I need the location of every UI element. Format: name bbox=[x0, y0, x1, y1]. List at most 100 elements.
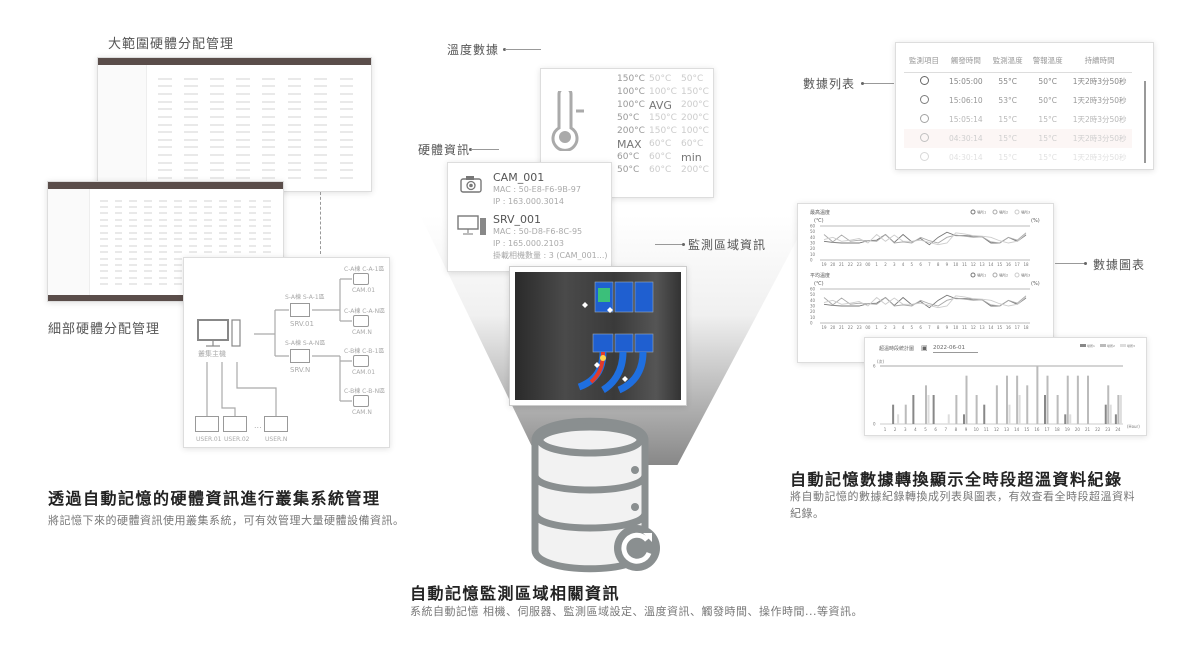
server-entry: SRV_001 MAC : 50-D8-F6-8C-95 IP : 165.00… bbox=[493, 213, 608, 262]
bar bbox=[1018, 395, 1021, 424]
temp-value: MAX bbox=[617, 138, 642, 151]
mini-cell bbox=[235, 161, 250, 164]
x-tick-label: 5 bbox=[924, 427, 927, 432]
temp-value: 150°C bbox=[617, 74, 645, 84]
mini-cell bbox=[99, 283, 108, 286]
mini-cell bbox=[99, 225, 108, 228]
connector-line bbox=[320, 192, 321, 254]
table-cell: 55°C bbox=[998, 77, 1017, 87]
x-tick-label: 2 bbox=[884, 262, 887, 267]
x-tick-label: 1 bbox=[884, 427, 887, 432]
mini-cell bbox=[203, 218, 212, 221]
mini-cell bbox=[129, 251, 138, 254]
mini-cell bbox=[174, 270, 182, 273]
x-tick-label: 13 bbox=[980, 262, 986, 267]
mini-cell bbox=[261, 77, 276, 80]
table-cell: 1天2時3分50秒 bbox=[1072, 153, 1127, 162]
x-tick-label: 20 bbox=[1075, 427, 1081, 432]
server-icon bbox=[290, 303, 310, 317]
user-label: USER.N bbox=[265, 436, 288, 443]
x-tick-label: 16 bbox=[1006, 262, 1012, 267]
mini-cell bbox=[144, 218, 153, 221]
mini-cell bbox=[129, 238, 138, 241]
temp-value: 200°C bbox=[681, 100, 709, 110]
wide-allocation-label: 大範圍硬體分配管理 bbox=[108, 37, 235, 52]
bar bbox=[892, 404, 895, 424]
mini-cell bbox=[129, 257, 138, 260]
user-computer-icon bbox=[195, 416, 219, 432]
x-tick-label: 4 bbox=[914, 427, 917, 432]
x-tick-label: 17 bbox=[1044, 427, 1050, 432]
mini-cell bbox=[339, 161, 354, 164]
mini-cell bbox=[235, 131, 250, 134]
legend-label: 場所2 bbox=[1107, 343, 1115, 348]
series-line-2 bbox=[823, 232, 1027, 244]
mini-cell bbox=[183, 146, 198, 149]
mini-cell bbox=[144, 225, 153, 228]
bar bbox=[1046, 375, 1049, 424]
legend-label: 場所1 bbox=[1087, 343, 1095, 348]
mini-cell bbox=[209, 169, 224, 172]
mini-cell bbox=[189, 199, 197, 202]
mini-cell bbox=[114, 218, 123, 221]
date-input[interactable]: 2022-06-01 bbox=[933, 345, 978, 353]
legend-label: 場所1 bbox=[977, 210, 986, 215]
mini-cell bbox=[129, 206, 138, 209]
server-camera-count: 掛載相機數量 : 3 (CAM_001...) bbox=[493, 251, 608, 260]
monitor-item-icon bbox=[904, 148, 944, 167]
x-tick-label: 13 bbox=[980, 325, 986, 330]
x-tick-label: 22 bbox=[848, 325, 854, 330]
mini-cell bbox=[313, 154, 328, 157]
mini-cell bbox=[144, 206, 153, 209]
x-tick-label: 20 bbox=[830, 325, 836, 330]
bar bbox=[1109, 404, 1112, 424]
y-tick-label: 0 bbox=[810, 258, 813, 263]
bar bbox=[1114, 414, 1117, 424]
x-tick-label: 11 bbox=[962, 325, 968, 330]
legend-marker bbox=[970, 272, 976, 278]
x-tick-label: 7 bbox=[928, 325, 931, 330]
scrollbar[interactable] bbox=[1144, 81, 1146, 163]
mini-cell bbox=[218, 212, 227, 215]
series-line-3 bbox=[823, 232, 1027, 246]
mini-cell bbox=[144, 212, 153, 215]
x-tick-label: 7 bbox=[944, 427, 947, 432]
mini-cell bbox=[233, 251, 242, 254]
mini-cell bbox=[158, 100, 172, 103]
series-line-2 bbox=[823, 295, 1027, 307]
temp-value: 60°C bbox=[649, 152, 672, 162]
mini-cell bbox=[339, 131, 354, 134]
mini-cell bbox=[235, 77, 250, 80]
monitor-item-icon bbox=[904, 91, 944, 110]
temp-value: 50°C bbox=[681, 74, 704, 84]
mini-cell bbox=[189, 206, 197, 209]
mini-cell bbox=[99, 238, 108, 241]
mini-cell bbox=[158, 108, 172, 111]
y2-axis-label: (%) bbox=[1031, 281, 1040, 287]
mini-cell bbox=[339, 92, 354, 95]
x-tick-label: 3 bbox=[893, 262, 896, 267]
mini-cell bbox=[261, 154, 276, 157]
table-cell: 15:05:14 bbox=[949, 115, 983, 124]
legend-marker bbox=[1014, 209, 1020, 215]
mini-cell bbox=[209, 161, 224, 164]
mini-cell bbox=[144, 263, 153, 266]
center-description: 系統自動記憶 相機、伺服器、監測區域設定、溫度資訊、觸發時間、操作時間...等資… bbox=[410, 605, 863, 618]
mini-cell bbox=[159, 225, 168, 228]
x-tick-label: 10 bbox=[974, 427, 980, 432]
mini-cell bbox=[248, 251, 257, 254]
x-tick-label: 6 bbox=[919, 262, 922, 267]
mini-cell bbox=[99, 276, 108, 279]
mini-cell bbox=[99, 218, 108, 221]
user-label: USER.02 bbox=[224, 436, 250, 443]
mini-cell bbox=[235, 85, 250, 88]
mini-cell bbox=[129, 212, 138, 215]
mini-cell bbox=[174, 283, 182, 286]
x-tick-label: 3 bbox=[893, 325, 896, 330]
